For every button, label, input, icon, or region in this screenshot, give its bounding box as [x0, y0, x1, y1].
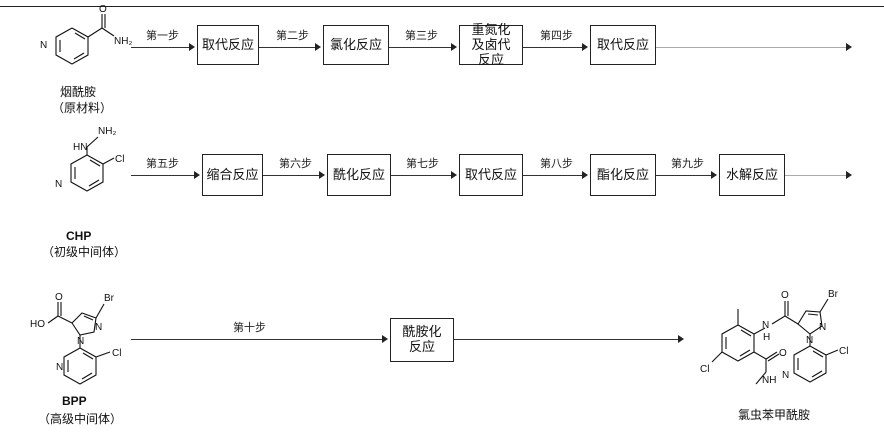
reaction-box: 取代反应: [590, 25, 656, 65]
reaction-box: 氯化反应: [323, 25, 389, 65]
atom-O: O: [55, 292, 63, 303]
nicotinamide-structure: [55, 14, 115, 65]
atom-Cl: Cl: [839, 346, 848, 357]
step-label: 第四步: [540, 29, 573, 42]
atom-Br: Br: [104, 293, 115, 304]
atom-NH2: NH₂: [114, 36, 132, 47]
atom-H: H: [763, 332, 770, 343]
atom-Cl: Cl: [115, 154, 124, 165]
atom-Br: Br: [828, 289, 839, 300]
chp-note: （初级中间体）: [42, 245, 127, 259]
atom-N: N: [806, 335, 813, 346]
step-label: 第七步: [406, 157, 439, 170]
reaction-box: 缩合反应: [202, 154, 263, 196]
nicotinamide-name: 烟酰胺: [60, 85, 97, 99]
product-name: 氯虫苯甲酰胺: [738, 408, 811, 422]
reaction-box: 重氮化及卤代反应: [459, 23, 523, 68]
atom-O: O: [99, 4, 107, 15]
step-label: 第二步: [276, 29, 309, 42]
step-label: 第五步: [146, 157, 179, 170]
atom-N: N: [762, 320, 769, 331]
bpp-code: BPP: [62, 394, 87, 408]
chp-structure: [70, 136, 115, 192]
bpp-structure: [47, 302, 111, 385]
atom-N: N: [55, 179, 62, 190]
atom-Cl: Cl: [112, 348, 121, 359]
nicotinamide-note: （原材料）: [52, 101, 113, 115]
atom-O: O: [779, 348, 787, 359]
atom-N: N: [819, 322, 826, 333]
product-structure: [711, 298, 839, 385]
atom-N: N: [40, 40, 47, 51]
atom-HO: HO: [30, 319, 45, 330]
atom-O: O: [781, 290, 789, 301]
step-label: 第一步: [146, 29, 179, 42]
reaction-box: 水解反应: [719, 154, 785, 196]
step-label: 第六步: [279, 157, 312, 170]
atom-N: N: [77, 336, 84, 347]
reaction-box: 酰化反应: [327, 154, 391, 196]
top-rule: [0, 6, 884, 7]
reaction-box: 取代反应: [197, 25, 259, 65]
bpp-note: （高级中间体）: [38, 412, 123, 426]
step-label: 第九步: [671, 157, 704, 170]
step-label: 第十步: [233, 321, 266, 334]
reaction-box: 酰胺化反应: [390, 318, 454, 362]
chp-code: CHP: [66, 229, 92, 243]
atom-NH: NH: [762, 375, 776, 386]
atom-N: N: [56, 362, 63, 373]
atom-NH2: NH₂: [98, 126, 116, 137]
reaction-box: 酯化反应: [590, 154, 656, 196]
reaction-box: 取代反应: [459, 154, 523, 196]
atom-N: N: [95, 322, 102, 333]
atom-HN: HN: [73, 142, 87, 153]
atom-Cl: Cl: [700, 364, 709, 375]
atom-N: N: [782, 370, 789, 381]
step-label: 第八步: [540, 157, 573, 170]
step-label: 第三步: [405, 29, 438, 42]
